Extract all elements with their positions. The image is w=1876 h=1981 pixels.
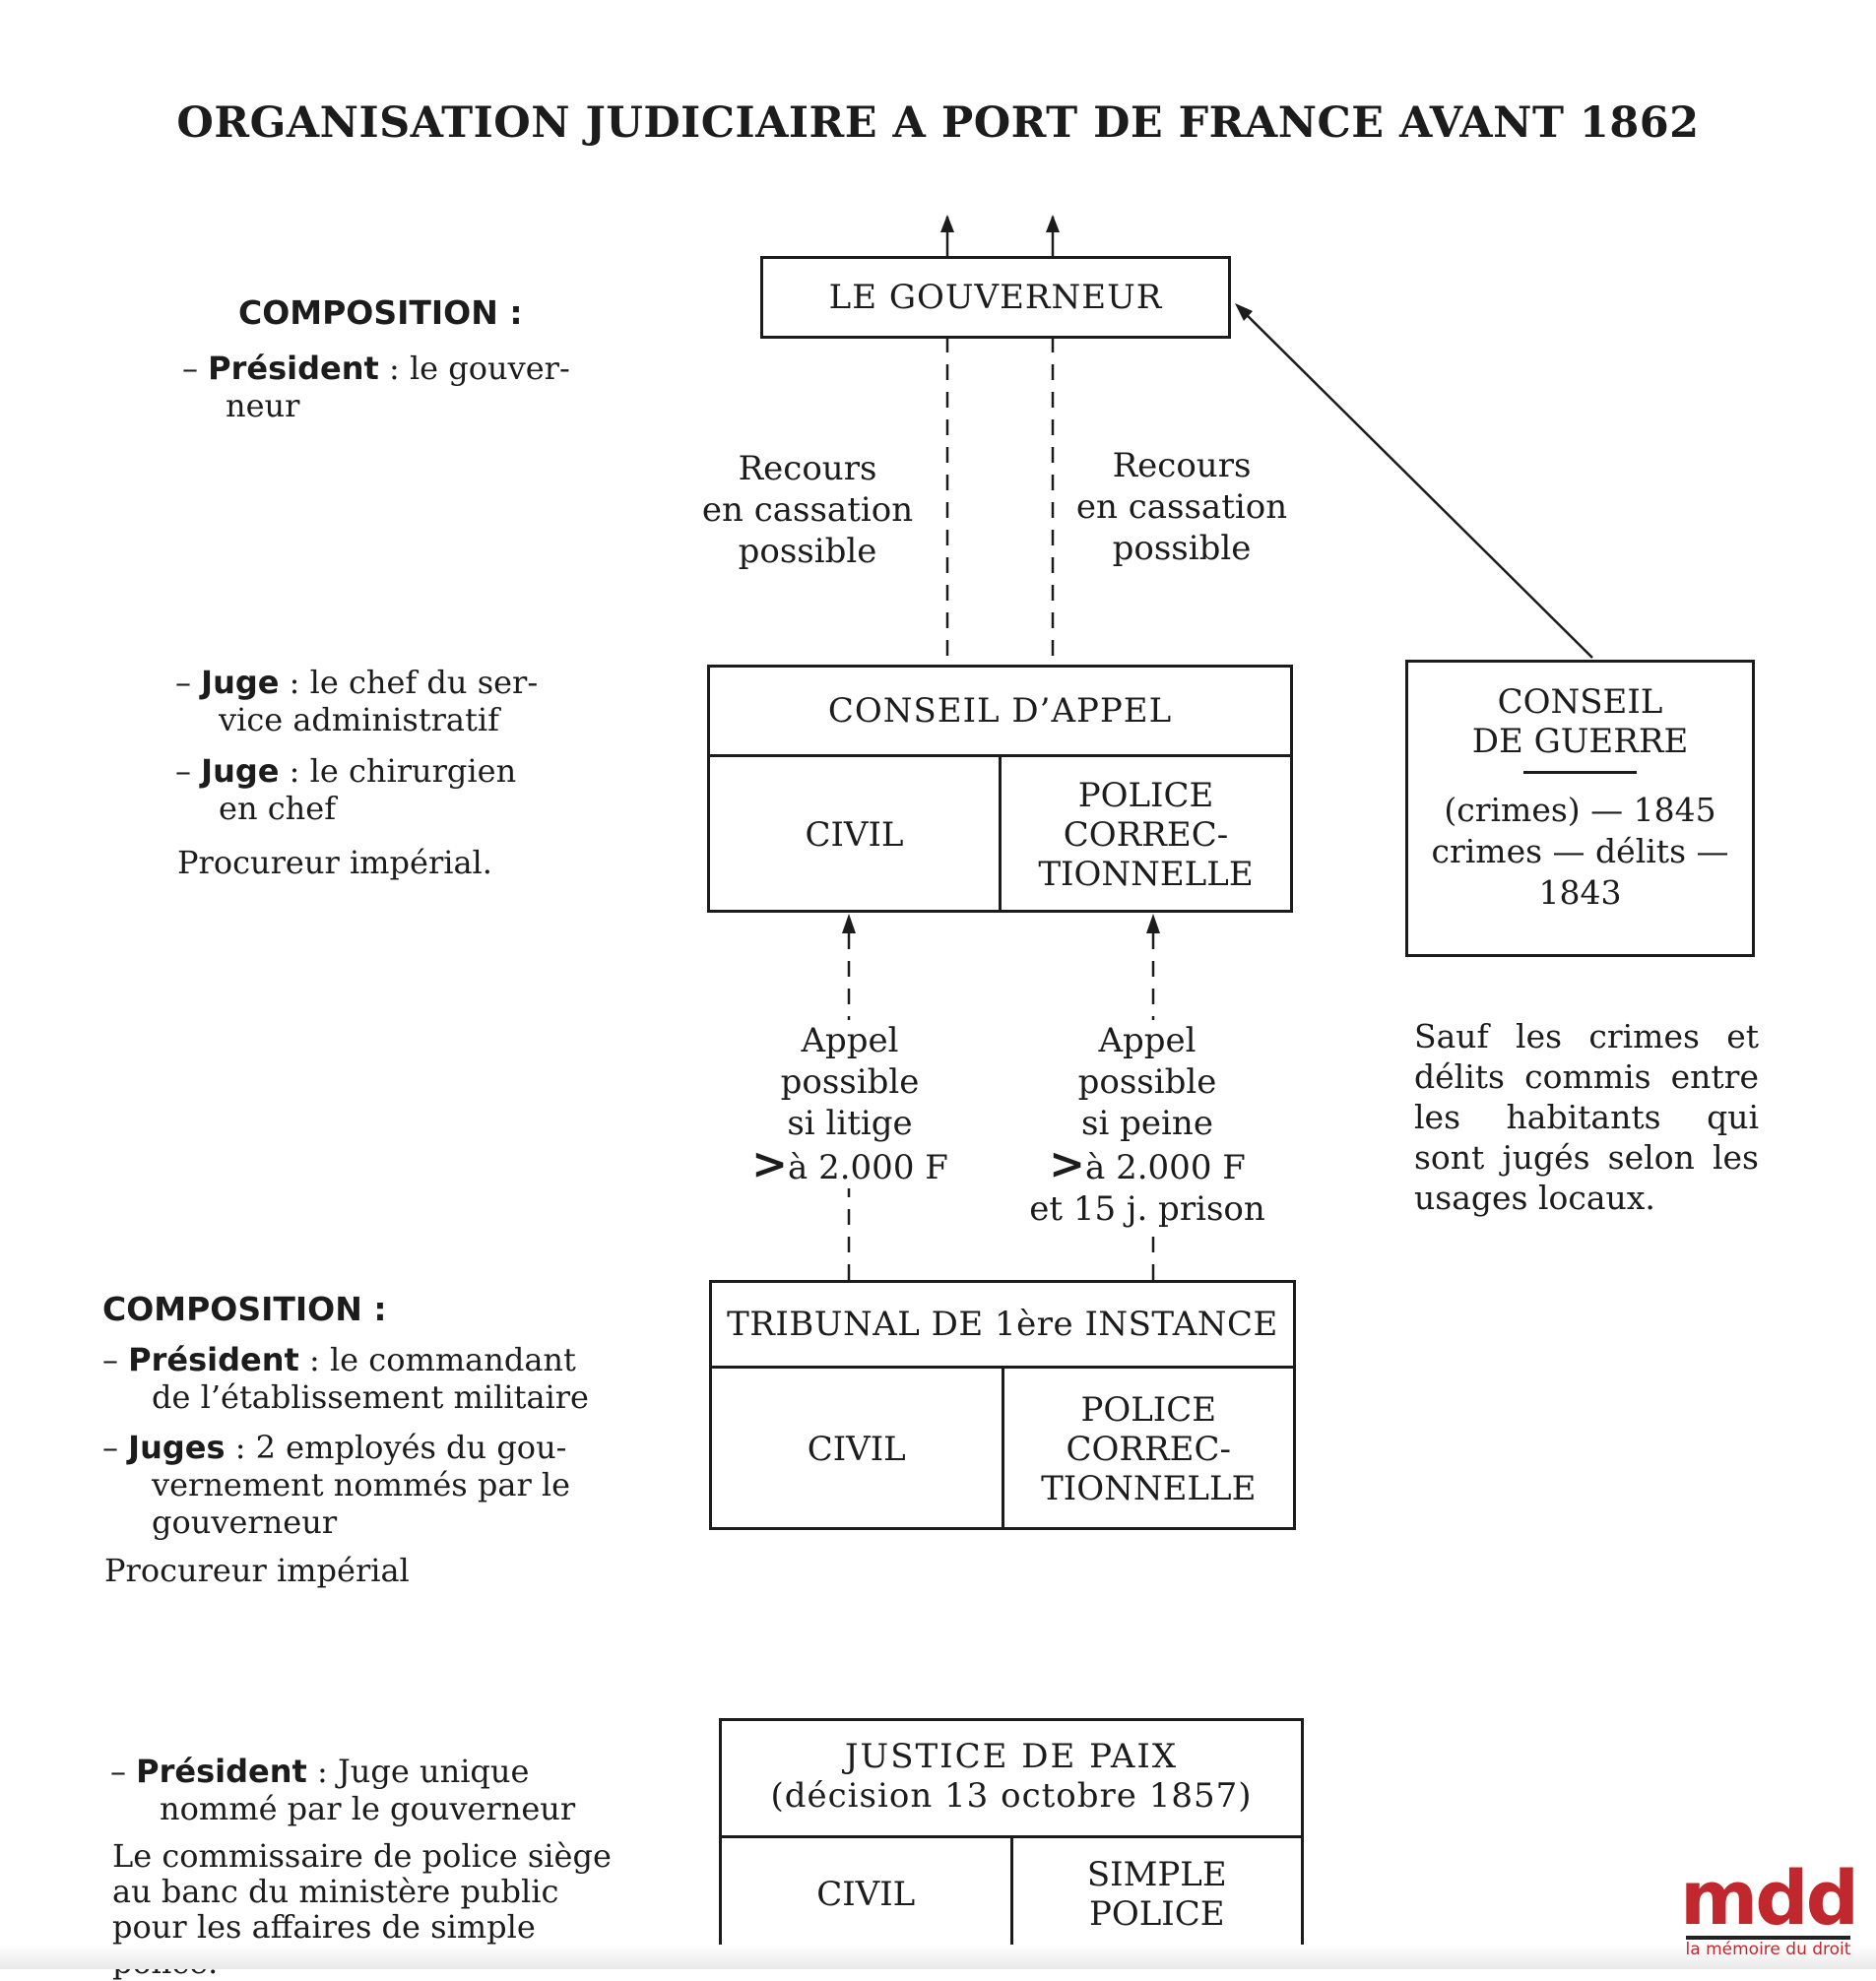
justice-paix-box: JUSTICE DE PAIX (décision 13 octobre 185…: [719, 1718, 1304, 1950]
justice-paix-civil: CIVIL: [816, 1875, 916, 1914]
composition-2-president: – Président : le commandant de l’établis…: [102, 1341, 589, 1416]
conseil-guerre-title: CONSEIL DE GUERRE: [1471, 682, 1689, 761]
conseil-appel-civil: CIVIL: [805, 815, 904, 855]
appel-right: Appel possible si peine >à 2.000 F et 15…: [1024, 1020, 1270, 1230]
conseil-guerre-body: (crimes) — 1845 crimes — délits — 1843: [1431, 791, 1729, 912]
conseil-appel-police: POLICE CORREC- TIONNELLE: [999, 757, 1290, 913]
appel-left: Appel possible si litige >à 2.000 F: [727, 1020, 973, 1188]
composition-3-commissaire: Le commissaire de police siège au banc d…: [112, 1837, 612, 1980]
composition-2-procureur: Procureur impérial: [104, 1552, 410, 1589]
composition-2-heading: COMPOSITION :: [102, 1290, 387, 1328]
gouverneur-box: LE GOUVERNEUR: [760, 256, 1231, 339]
conseil-appel-box: CONSEIL D’APPEL CIVIL POLICE CORREC- TIO…: [707, 665, 1293, 913]
composition-1-juge-1: – Juge : le chef du ser- vice administra…: [175, 664, 539, 738]
composition-2-juges: – Juges : 2 employés du gou- vernement n…: [102, 1429, 571, 1541]
page-title: ORGANISATION JUDICIAIRE A PORT DE FRANCE…: [176, 98, 1700, 148]
tribunal-police: POLICE CORREC- TIONNELLE: [1001, 1369, 1294, 1530]
conseil-guerre-rule: [1523, 771, 1637, 774]
mdd-logo[interactable]: mdd la mémoire du droit: [1680, 1854, 1859, 1960]
composition-3-president: – Président : Juge unique nommé par le g…: [110, 1753, 576, 1827]
gouverneur-label: LE GOUVERNEUR: [828, 278, 1163, 317]
composition-1-president: – Président : le gouver- neur: [182, 350, 570, 424]
scan-bottom-shadow: [0, 1945, 1876, 1969]
justice-paix-header: JUSTICE DE PAIX (décision 13 octobre 185…: [770, 1737, 1253, 1816]
tribunal-box: TRIBUNAL DE 1ère INSTANCE CIVIL POLICE C…: [709, 1280, 1296, 1530]
mdd-logo-mark: mdd: [1680, 1854, 1859, 1942]
recours-left: Recours en cassation possible: [701, 449, 914, 571]
composition-1-heading: COMPOSITION :: [238, 293, 523, 332]
tribunal-title: TRIBUNAL DE 1ère INSTANCE: [727, 1305, 1278, 1344]
composition-1-juge-2: – Juge : le chirurgien en chef: [175, 752, 517, 827]
conseil-appel-title: CONSEIL D’APPEL: [827, 691, 1173, 731]
conseil-guerre-note: Sauf les crimes et délits commis entre l…: [1414, 1017, 1759, 1217]
composition-1-procureur: Procureur impérial.: [177, 844, 492, 881]
conseil-guerre-box: CONSEIL DE GUERRE (crimes) — 1845 crimes…: [1405, 660, 1755, 957]
mdd-logo-bar: [1686, 1936, 1850, 1940]
mdd-logo-tagline: la mémoire du droit: [1685, 1940, 1851, 1959]
tribunal-civil: CIVIL: [807, 1430, 906, 1469]
recours-right: Recours en cassation possible: [1075, 446, 1288, 568]
justice-paix-simple-police: SIMPLE POLICE: [1009, 1838, 1302, 1950]
guerre-arrow: [1242, 310, 1593, 659]
